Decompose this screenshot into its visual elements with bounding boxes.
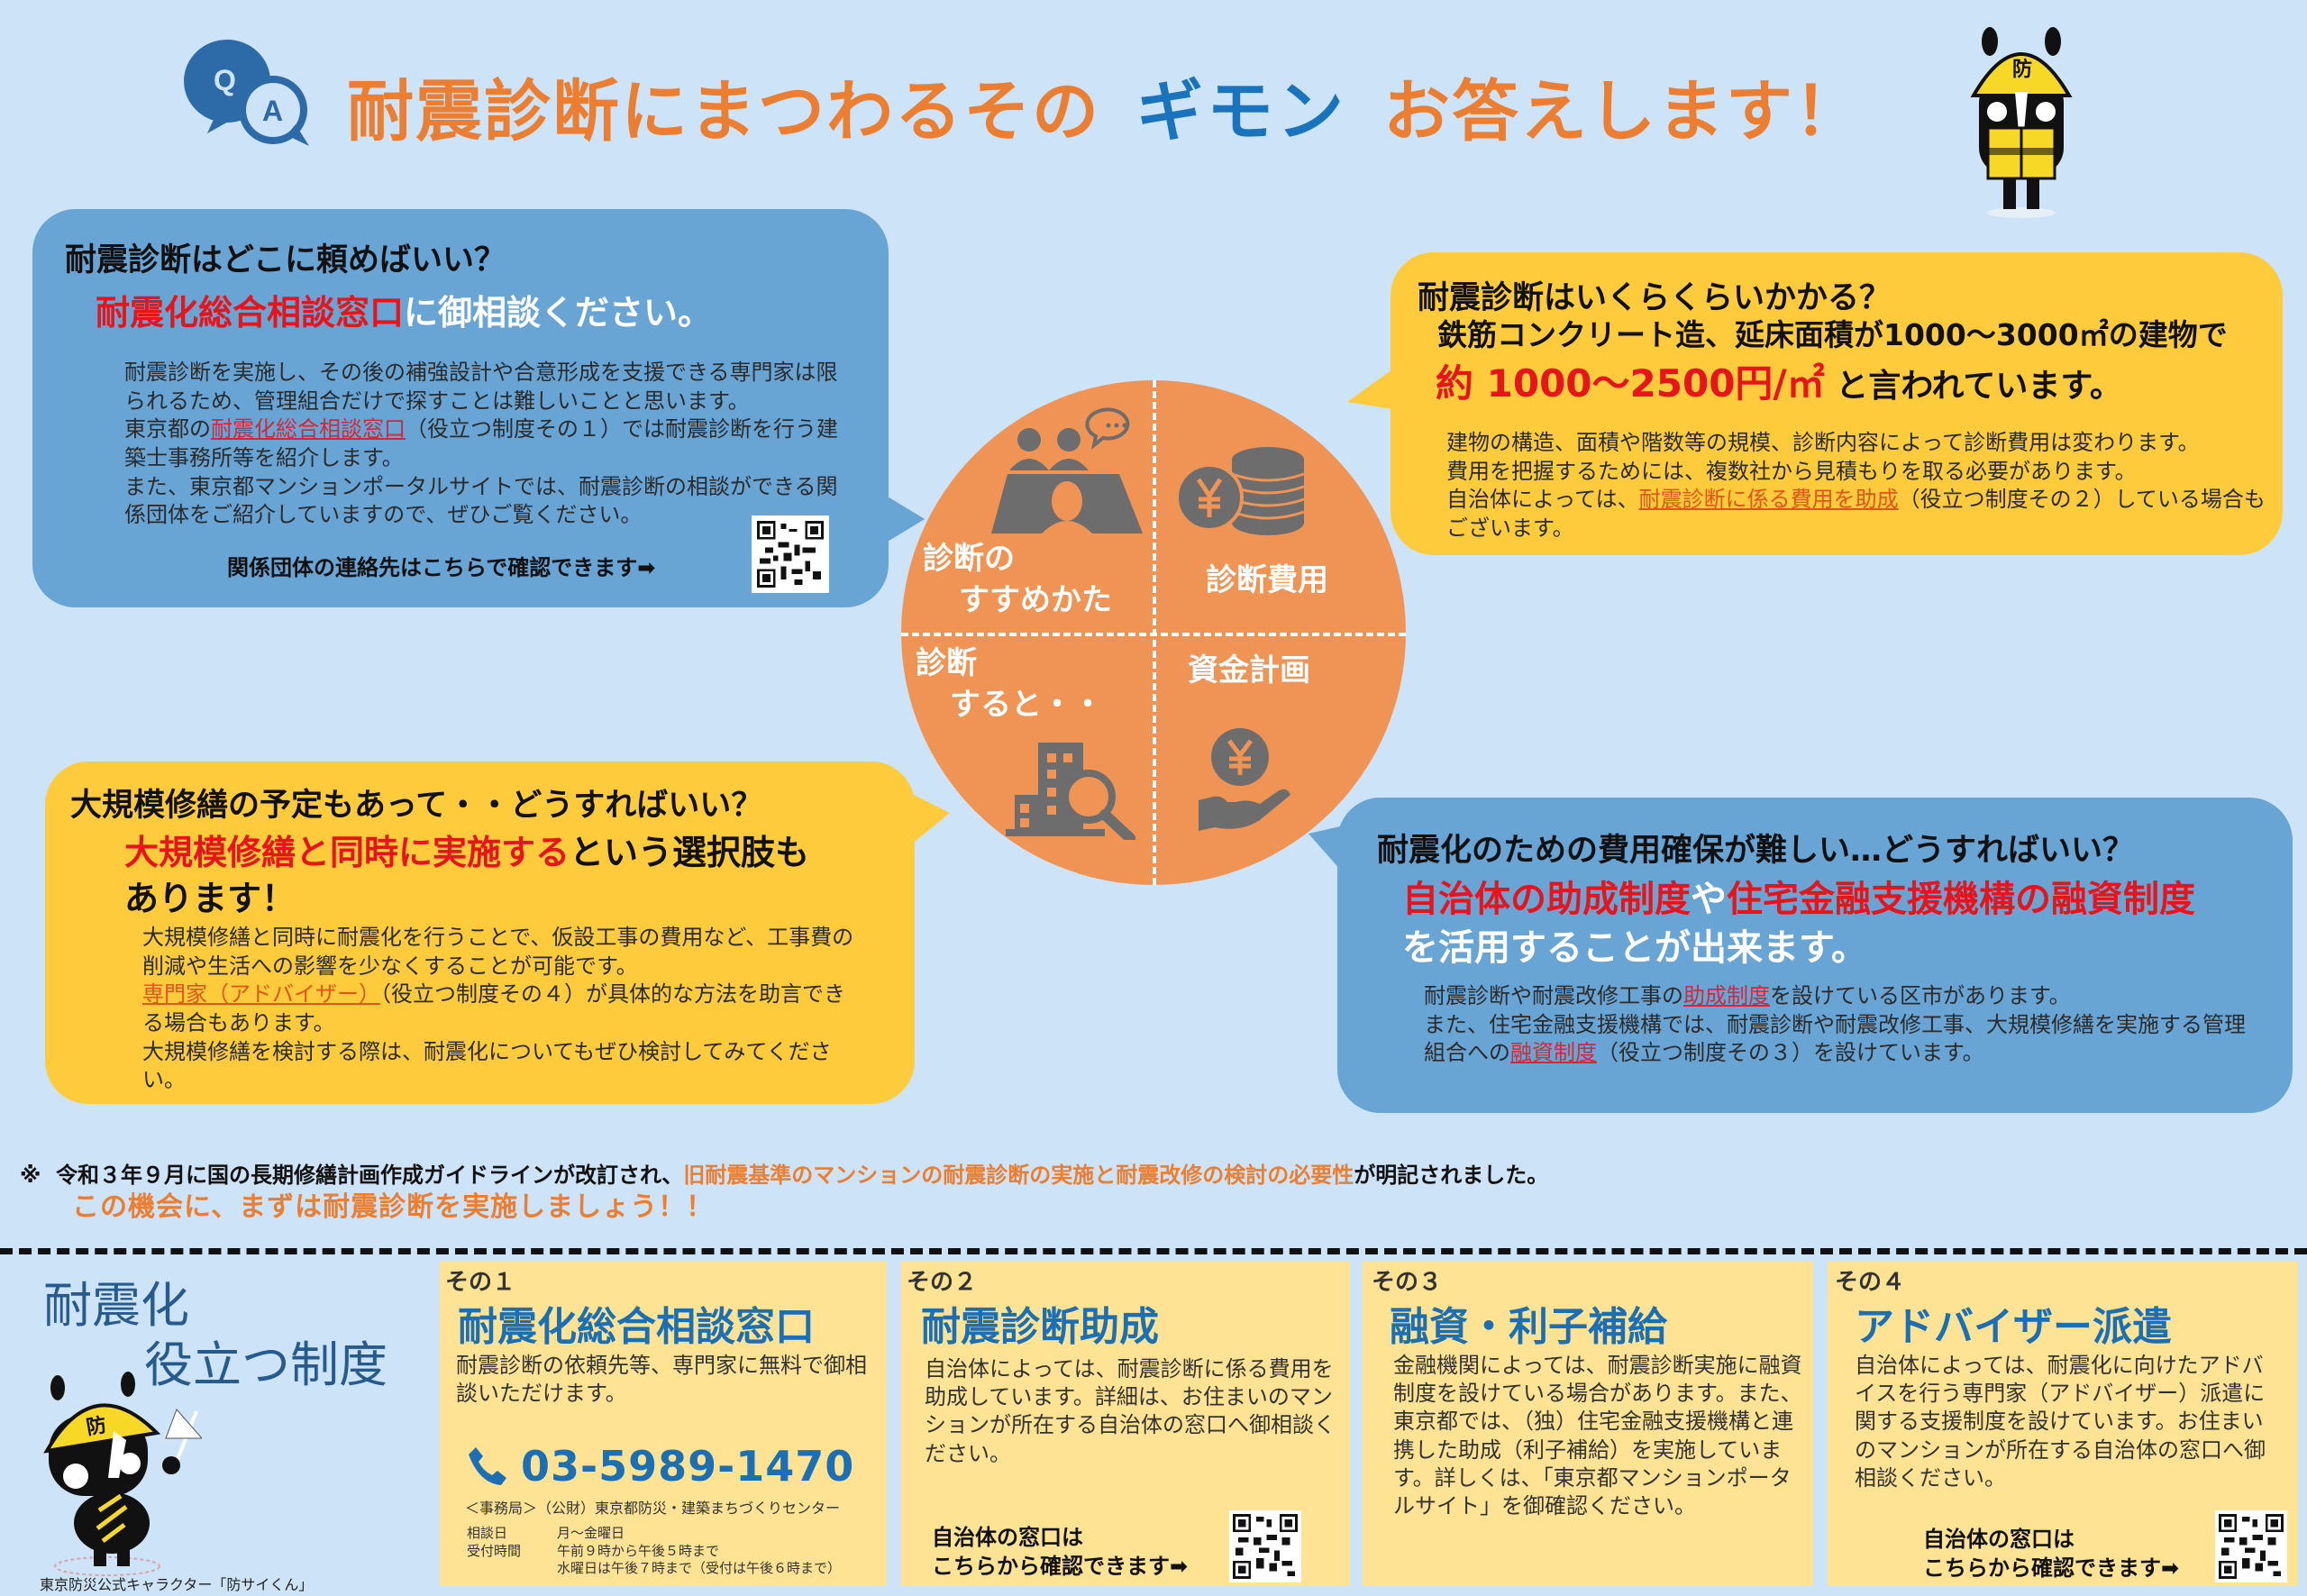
svg-text:A: A [262,95,283,127]
answer-funding: 自治体の助成制度や住宅金融支援機構の融資制度 を活用することが出来ます。 [1402,879,2195,969]
qr-code-municipal-window[interactable] [2215,1510,2287,1582]
card-body: 金融機関によっては、耐震診断実施に融資制度を設けている場合があります。また、東京… [1393,1353,1802,1518]
card-title: 耐震化総合相談窓口 [458,1304,815,1350]
guideline-note: ※ 令和３年９月に国の長期修繕計画作成ガイドラインが改訂され、旧耐震基準のマンシ… [20,1163,1549,1188]
question-funding: 耐震化のための費用確保が難しい…どうすればいい？ [1377,833,2135,869]
phone-number: 03-5989-1470 [521,1442,855,1491]
answer-cost-line2: 約 1000～2500円/㎡ と言われています。 [1436,361,2122,406]
link-advisor[interactable]: 専門家（アドバイザー） [142,981,380,1008]
title-highlight: ギモン [1136,72,1347,150]
qa-bubble-funding: 耐震化のための費用確保が難しい…どうすればいい？ 自治体の助成制度や住宅金融支援… [1337,798,2293,1113]
bubble-tail [910,793,950,845]
mascot-reading-icon: 防 [1963,22,2080,220]
qa-bubble-where: 耐震診断はどこに頼めばいい？ 耐震化総合相談窓口に御相談ください。 耐震診断を実… [32,209,889,607]
system-card-consultation: その１ 耐震化総合相談窓口 耐震診断の依頼先等、専門家に無料で御相談いただけます… [440,1262,887,1586]
answer-repair: 大規模修繕と同時に実施するという選択肢も あります！ [124,833,810,919]
yen-hand-icon [1195,726,1294,838]
building-search-icon [1006,741,1141,844]
topic-circle: 診断の すすめかた 診断費用 診断 すると・・ [901,380,1406,885]
section-divider [0,1248,2307,1254]
mascot-caption: 東京防災公式キャラクター「防サイくん」 [40,1576,314,1593]
qa-bubble-repair: 大規模修繕の予定もあって・・どうすればいい？ 大規模修繕と同時に実施するという選… [45,762,915,1104]
card-title: アドバイザー派遣 [1855,1304,2172,1350]
svg-text:Q: Q [214,64,236,96]
system-card-diagnosis-subsidy: その２ 耐震診断助成 自治体によっては、耐震診断に係る費用を助成しています。詳細… [901,1262,1350,1586]
card-title: 融資・利子補給 [1390,1304,1667,1350]
qa-bubble-cost: 耐震診断はいくらくらいかかる？ 鉄筋コンクリート造、延床面積が1000～3000… [1391,252,2283,555]
card-body: 耐震診断の依頼先等、専門家に無料で御相談いただけます。 [456,1353,867,1407]
answer-cost-body: 建物の構造、面積や階数等の規模、診断内容によって診断費用は変わります。 費用を把… [1446,430,2266,542]
question-where: 耐震診断はどこに頼めばいい？ [65,242,506,278]
page-title: 耐震診断にまつわるその ギモン お答えします！ [347,56,1863,155]
meeting-icon [991,407,1144,537]
systems-title-line2: 役立つ制度 [144,1336,388,1393]
svg-text:防: 防 [85,1414,108,1439]
cta-municipal-window: 自治体の窓口は こちらから確認できます➡ [1923,1527,2180,1582]
qr-code-municipal-window[interactable] [1229,1510,1301,1582]
cta-municipal-window: 自治体の窓口は こちらから確認できます➡ [932,1525,1189,1580]
card-title: 耐震診断助成 [921,1304,1159,1350]
answer-where: 耐震化総合相談窓口に御相談ください。 [96,293,713,333]
cta-related-organizations: 関係団体の連絡先はこちらで確認できます➡ [227,555,656,580]
answer-where-body: 耐震診断を実施し、その後の補強設計や合意形成を支援できる専門家は限られるため、管… [124,360,838,528]
system-card-loan-interest: その３ 融資・利子補給 金融機関によっては、耐震診断実施に融資制度を設けている場… [1363,1262,1813,1586]
answer-repair-body: 大規模修繕と同時に耐震化を行うことで、仮設工事の費用など、工事費の削減や生活への… [142,925,854,1093]
office-name: ＜事務局＞（公財）東京都防災・建築まちづくりセンター [465,1500,841,1517]
answer-cost-line1: 鉄筋コンクリート造、延床面積が1000～3000㎡の建物で [1437,317,2228,352]
link-diagnosis-subsidy[interactable]: 耐震診断に係る費用を助成 [1638,487,1899,513]
svg-text:防: 防 [2012,59,2032,81]
question-repair: 大規模修繕の予定もあって・・どうすればいい？ [70,788,763,824]
quadrant-label-funding[interactable]: 資金計画 [1188,652,1310,689]
bubble-tail [883,494,925,544]
title-part1: 耐震診断にまつわるその [347,72,1100,150]
card-body: 自治体によっては、耐震診断に係る費用を助成しています。詳細は、お住まいのマンショ… [925,1356,1336,1466]
consultation-hours: 相談日月～金曜日 受付時間午前９時から午後５時まで 水曜日は午後７時まで（受付は… [467,1525,842,1576]
systems-title-line1: 耐震化 [43,1277,189,1334]
bubble-tail [1347,369,1392,409]
system-card-advisor: その４ アドバイザー派遣 自治体によっては、耐震化に向けたアドバイスを行う専門家… [1828,1262,2298,1586]
guideline-call-to-action: この機会に、まずは耐震診断を実施しましょう！！ [72,1191,715,1223]
card-body: 自治体によっては、耐震化に向けたアドバイスを行う専門家（アドバイザー）派遣に関す… [1855,1353,2266,1491]
phone-contact[interactable]: 03-5989-1470 [467,1442,854,1491]
quadrant-label-cost[interactable]: 診断費用 [1206,562,1328,598]
question-cost: 耐震診断はいくらくらいかかる？ [1418,280,1892,316]
quadrant-label-after[interactable]: 診断 すると・・ [916,645,1103,723]
link-subsidy-system[interactable]: 助成制度 [1683,983,1770,1008]
link-loan-system[interactable]: 融資制度 [1510,1040,1597,1066]
phone-icon [469,1447,506,1485]
yen-coins-icon [1173,443,1309,546]
title-part2: お答えします！ [1383,72,1863,150]
qr-code-related-organizations[interactable] [752,515,829,593]
answer-funding-body: 耐震診断や耐震改修工事の助成制度を設けている区市があります。 また、住宅金融支援… [1424,983,2246,1066]
qa-icon: Q A [180,34,324,151]
divider-horizontal [901,633,1406,636]
link-consultation-desk[interactable]: 耐震化総合相談窓口 [211,416,406,442]
mascot-flag-icon: 防 [31,1352,204,1577]
quadrant-label-process[interactable]: 診断の すすめかた [923,541,1112,618]
